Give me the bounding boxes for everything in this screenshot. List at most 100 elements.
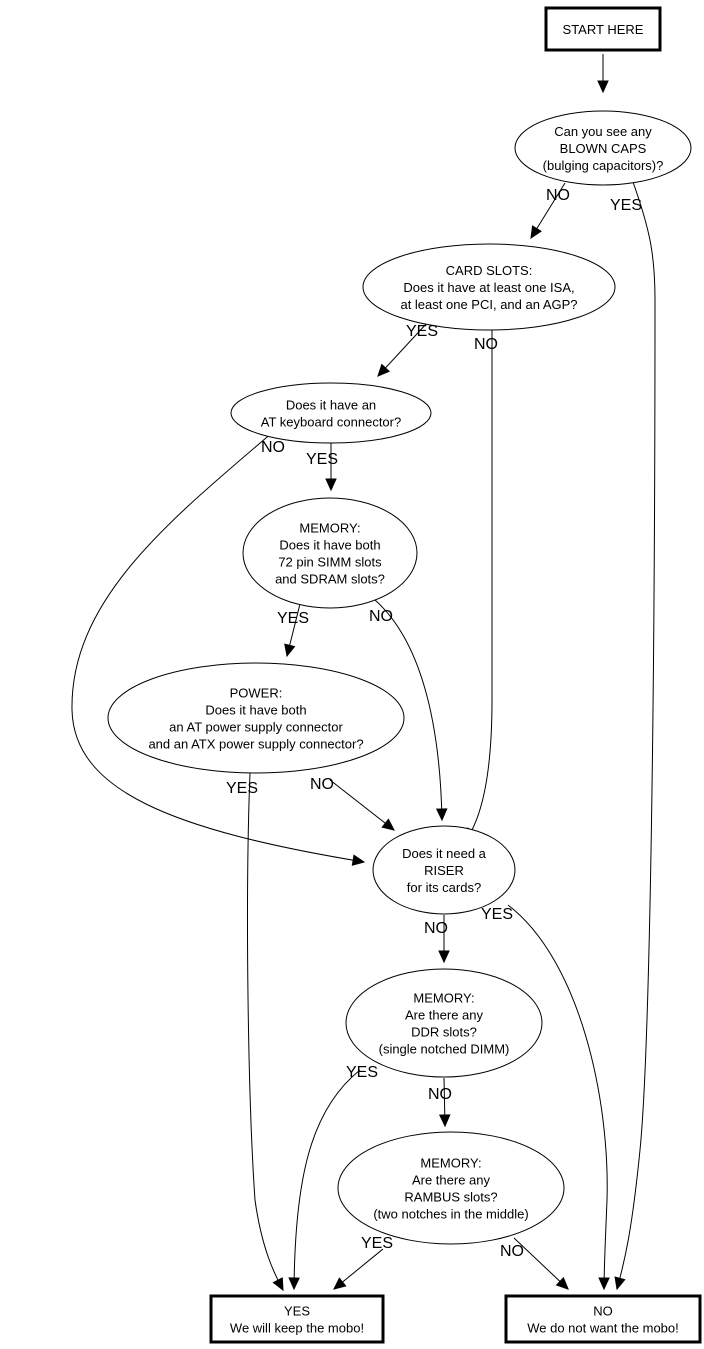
node-text-line: Does it have at least one ISA,: [403, 280, 574, 295]
arrowhead-icon: [614, 1276, 626, 1291]
edge-card-slots-to-at-keyboard: [377, 322, 428, 377]
edge-line: [374, 599, 443, 821]
node-text-line: CARD SLOTS:: [446, 263, 533, 278]
terminal-box: [209, 1294, 385, 1344]
edge-line: [71, 431, 365, 863]
node-keep: YES We will keep the mobo!: [209, 1294, 385, 1344]
terminal-box: [504, 1294, 702, 1344]
edge-label-no: NO: [369, 608, 393, 625]
edge-memory-rambus-to-keep: [333, 1248, 384, 1290]
node-text-line: MEMORY:: [299, 521, 360, 536]
decision-ellipse: [337, 1131, 565, 1245]
edge-label-no: NO: [428, 1086, 452, 1103]
node-card-slots: CARD SLOTS: Does it have at least one ISA…: [362, 243, 616, 331]
arrowhead-icon: [438, 1114, 451, 1128]
node-text-line: MEMORY:: [420, 1156, 481, 1171]
edge-line: [377, 322, 428, 377]
arrowhead-icon: [438, 950, 450, 964]
edge-label-no: NO: [474, 336, 498, 353]
node-reject: NO We do not want the mobo!: [504, 1294, 702, 1344]
edge-line: [616, 181, 656, 1290]
edge-at-keyboard-to-memory-simm: [325, 443, 337, 492]
decision-ellipse: [242, 497, 418, 609]
node-text-line: Does it have an: [286, 398, 376, 413]
arrowhead-icon: [597, 80, 609, 94]
edge-riser-to-memory-ddr: [438, 915, 450, 964]
edge-label-no: NO: [500, 1243, 524, 1260]
edge-label-yes: YES: [277, 610, 309, 627]
arrowhead-icon: [377, 363, 391, 377]
edge-label-yes: YES: [346, 1064, 378, 1081]
edge-line: [513, 1237, 569, 1290]
arrowhead-icon: [435, 808, 448, 822]
node-text-line: and an ATX power supply connector?: [148, 737, 363, 752]
node-text-line: MEMORY:: [413, 991, 474, 1006]
node-text-line: Can you see any: [554, 124, 652, 139]
node-text-line: YES: [284, 1304, 310, 1319]
node-text-line: DDR slots?: [411, 1025, 477, 1040]
edge-memory-rambus-to-reject: [513, 1237, 569, 1290]
node-text-line: Are there any: [412, 1173, 491, 1188]
node-text-line: 72 pin SIMM slots: [278, 555, 382, 570]
edge-power-to-riser: [329, 779, 395, 831]
edge-at-keyboard-to-riser: [71, 431, 366, 866]
edge-line: [465, 330, 493, 841]
node-text-line: Does it have both: [279, 538, 380, 553]
node-memory-simm: MEMORY: Does it have both 72 pin SIMM slot…: [242, 497, 418, 609]
node-text-line: Are there any: [405, 1008, 484, 1023]
arrowhead-icon: [288, 1277, 300, 1291]
edge-line: [293, 1069, 361, 1290]
decision-ellipse: [362, 243, 616, 331]
node-text-line: NO: [593, 1304, 613, 1319]
node-text-line: an AT power supply connector: [169, 720, 343, 735]
edge-line: [507, 904, 608, 1290]
arrowhead-icon: [381, 818, 395, 831]
edge-memory-ddr-to-keep: [288, 1069, 361, 1291]
node-text-line: (bulging capacitors)?: [543, 158, 664, 173]
terminal-box: [544, 6, 662, 52]
decision-ellipse: [345, 968, 543, 1078]
node-at-keyboard: Does it have an AT keyboard connector?: [230, 382, 432, 444]
decision-ellipse: [372, 825, 516, 915]
decision-ellipse: [514, 110, 692, 186]
edge-label-yes: YES: [361, 1235, 393, 1252]
arrowhead-icon: [530, 225, 542, 240]
edge-start-to-blown-caps: [597, 54, 609, 94]
node-text-line: AT keyboard connector?: [261, 415, 401, 430]
arrowhead-icon: [284, 643, 296, 658]
edge-label-no: NO: [424, 920, 448, 937]
decision-ellipse: [230, 382, 432, 444]
node-text-line: and SDRAM slots?: [275, 572, 385, 587]
edge-label-no: NO: [261, 439, 285, 456]
arrowhead-icon: [333, 1277, 347, 1290]
decision-ellipse: [107, 662, 405, 774]
node-text-line: We do not want the mobo!: [527, 1321, 679, 1336]
edge-label-yes: YES: [481, 906, 513, 923]
node-text-line: Does it need a: [402, 846, 487, 861]
edge-line: [247, 772, 284, 1291]
edge-memory-ddr-to-memory-rambus: [438, 1077, 451, 1128]
node-text-line: START HERE: [563, 22, 644, 37]
edge-label-yes: YES: [610, 197, 642, 214]
node-text-line: BLOWN CAPS: [560, 141, 647, 156]
arrowhead-icon: [351, 854, 366, 866]
node-text-line: at least one PCI, and an AGP?: [400, 297, 577, 312]
edge-riser-to-reject: [507, 904, 610, 1291]
edge-power-to-keep: [247, 772, 284, 1292]
edge-label-no: NO: [310, 776, 334, 793]
node-text-line: RAMBUS slots?: [404, 1190, 497, 1205]
arrowhead-icon: [272, 1277, 284, 1292]
edge-label-yes: YES: [226, 780, 258, 797]
node-text-line: We will keep the mobo!: [230, 1321, 364, 1336]
node-text-line: Does it have both: [205, 703, 306, 718]
edge-label-no: NO: [546, 187, 570, 204]
edge-card-slots-to-riser: [465, 330, 493, 842]
node-start: START HERE: [544, 6, 662, 52]
